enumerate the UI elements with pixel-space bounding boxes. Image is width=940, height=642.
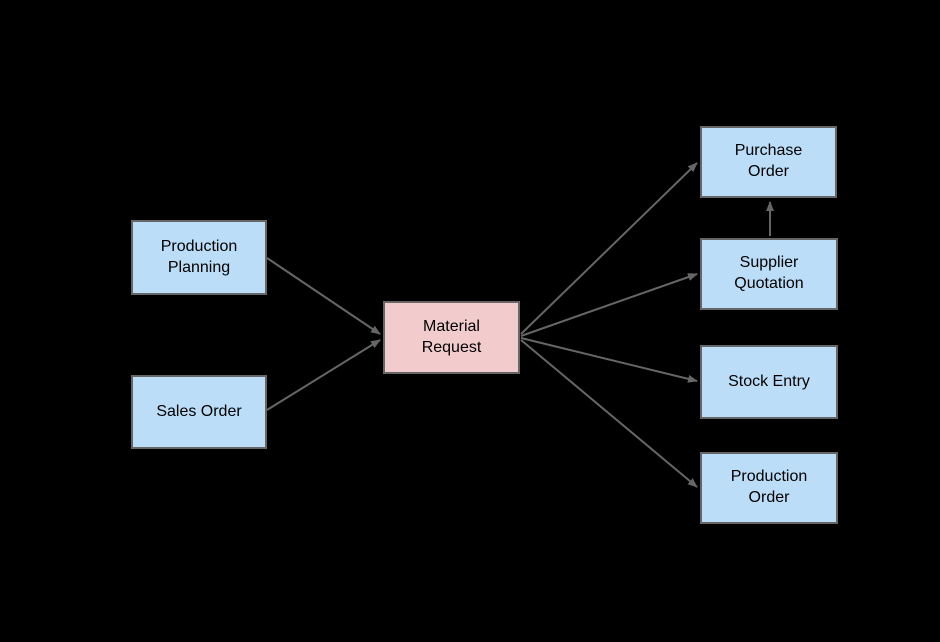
node-purchase-order: Purchase Order bbox=[700, 126, 837, 198]
node-stock-entry: Stock Entry bbox=[700, 345, 838, 419]
node-material-request: Material Request bbox=[383, 301, 520, 374]
node-production-planning-label: Production Planning bbox=[160, 237, 238, 276]
node-stock-entry-label: Stock Entry bbox=[728, 372, 810, 390]
node-sales-order-label: Sales Order bbox=[156, 402, 242, 420]
edge-material-request-to-stock-entry bbox=[520, 337, 698, 383]
node-supplier-quotation-label: Supplier Quotation bbox=[734, 254, 804, 292]
node-sales-order: Sales Order bbox=[131, 375, 267, 449]
node-production-order-label: Production Order bbox=[730, 468, 808, 506]
node-production-order: Production Order bbox=[700, 452, 838, 524]
node-supplier-quotation: Supplier Quotation bbox=[700, 238, 838, 310]
edge-material-request-to-supplier-quotation bbox=[520, 273, 698, 337]
edge-material-request-to-production-order bbox=[520, 339, 698, 488]
node-purchase-order-label: Purchase Order bbox=[734, 142, 803, 180]
edge-sales-order-to-material-request bbox=[266, 339, 381, 411]
edge-production-planning-to-material-request bbox=[266, 257, 381, 335]
edge-material-request-to-purchase-order bbox=[520, 162, 698, 335]
node-material-request-label: Material Request bbox=[421, 317, 482, 356]
node-production-planning: Production Planning bbox=[131, 220, 267, 295]
